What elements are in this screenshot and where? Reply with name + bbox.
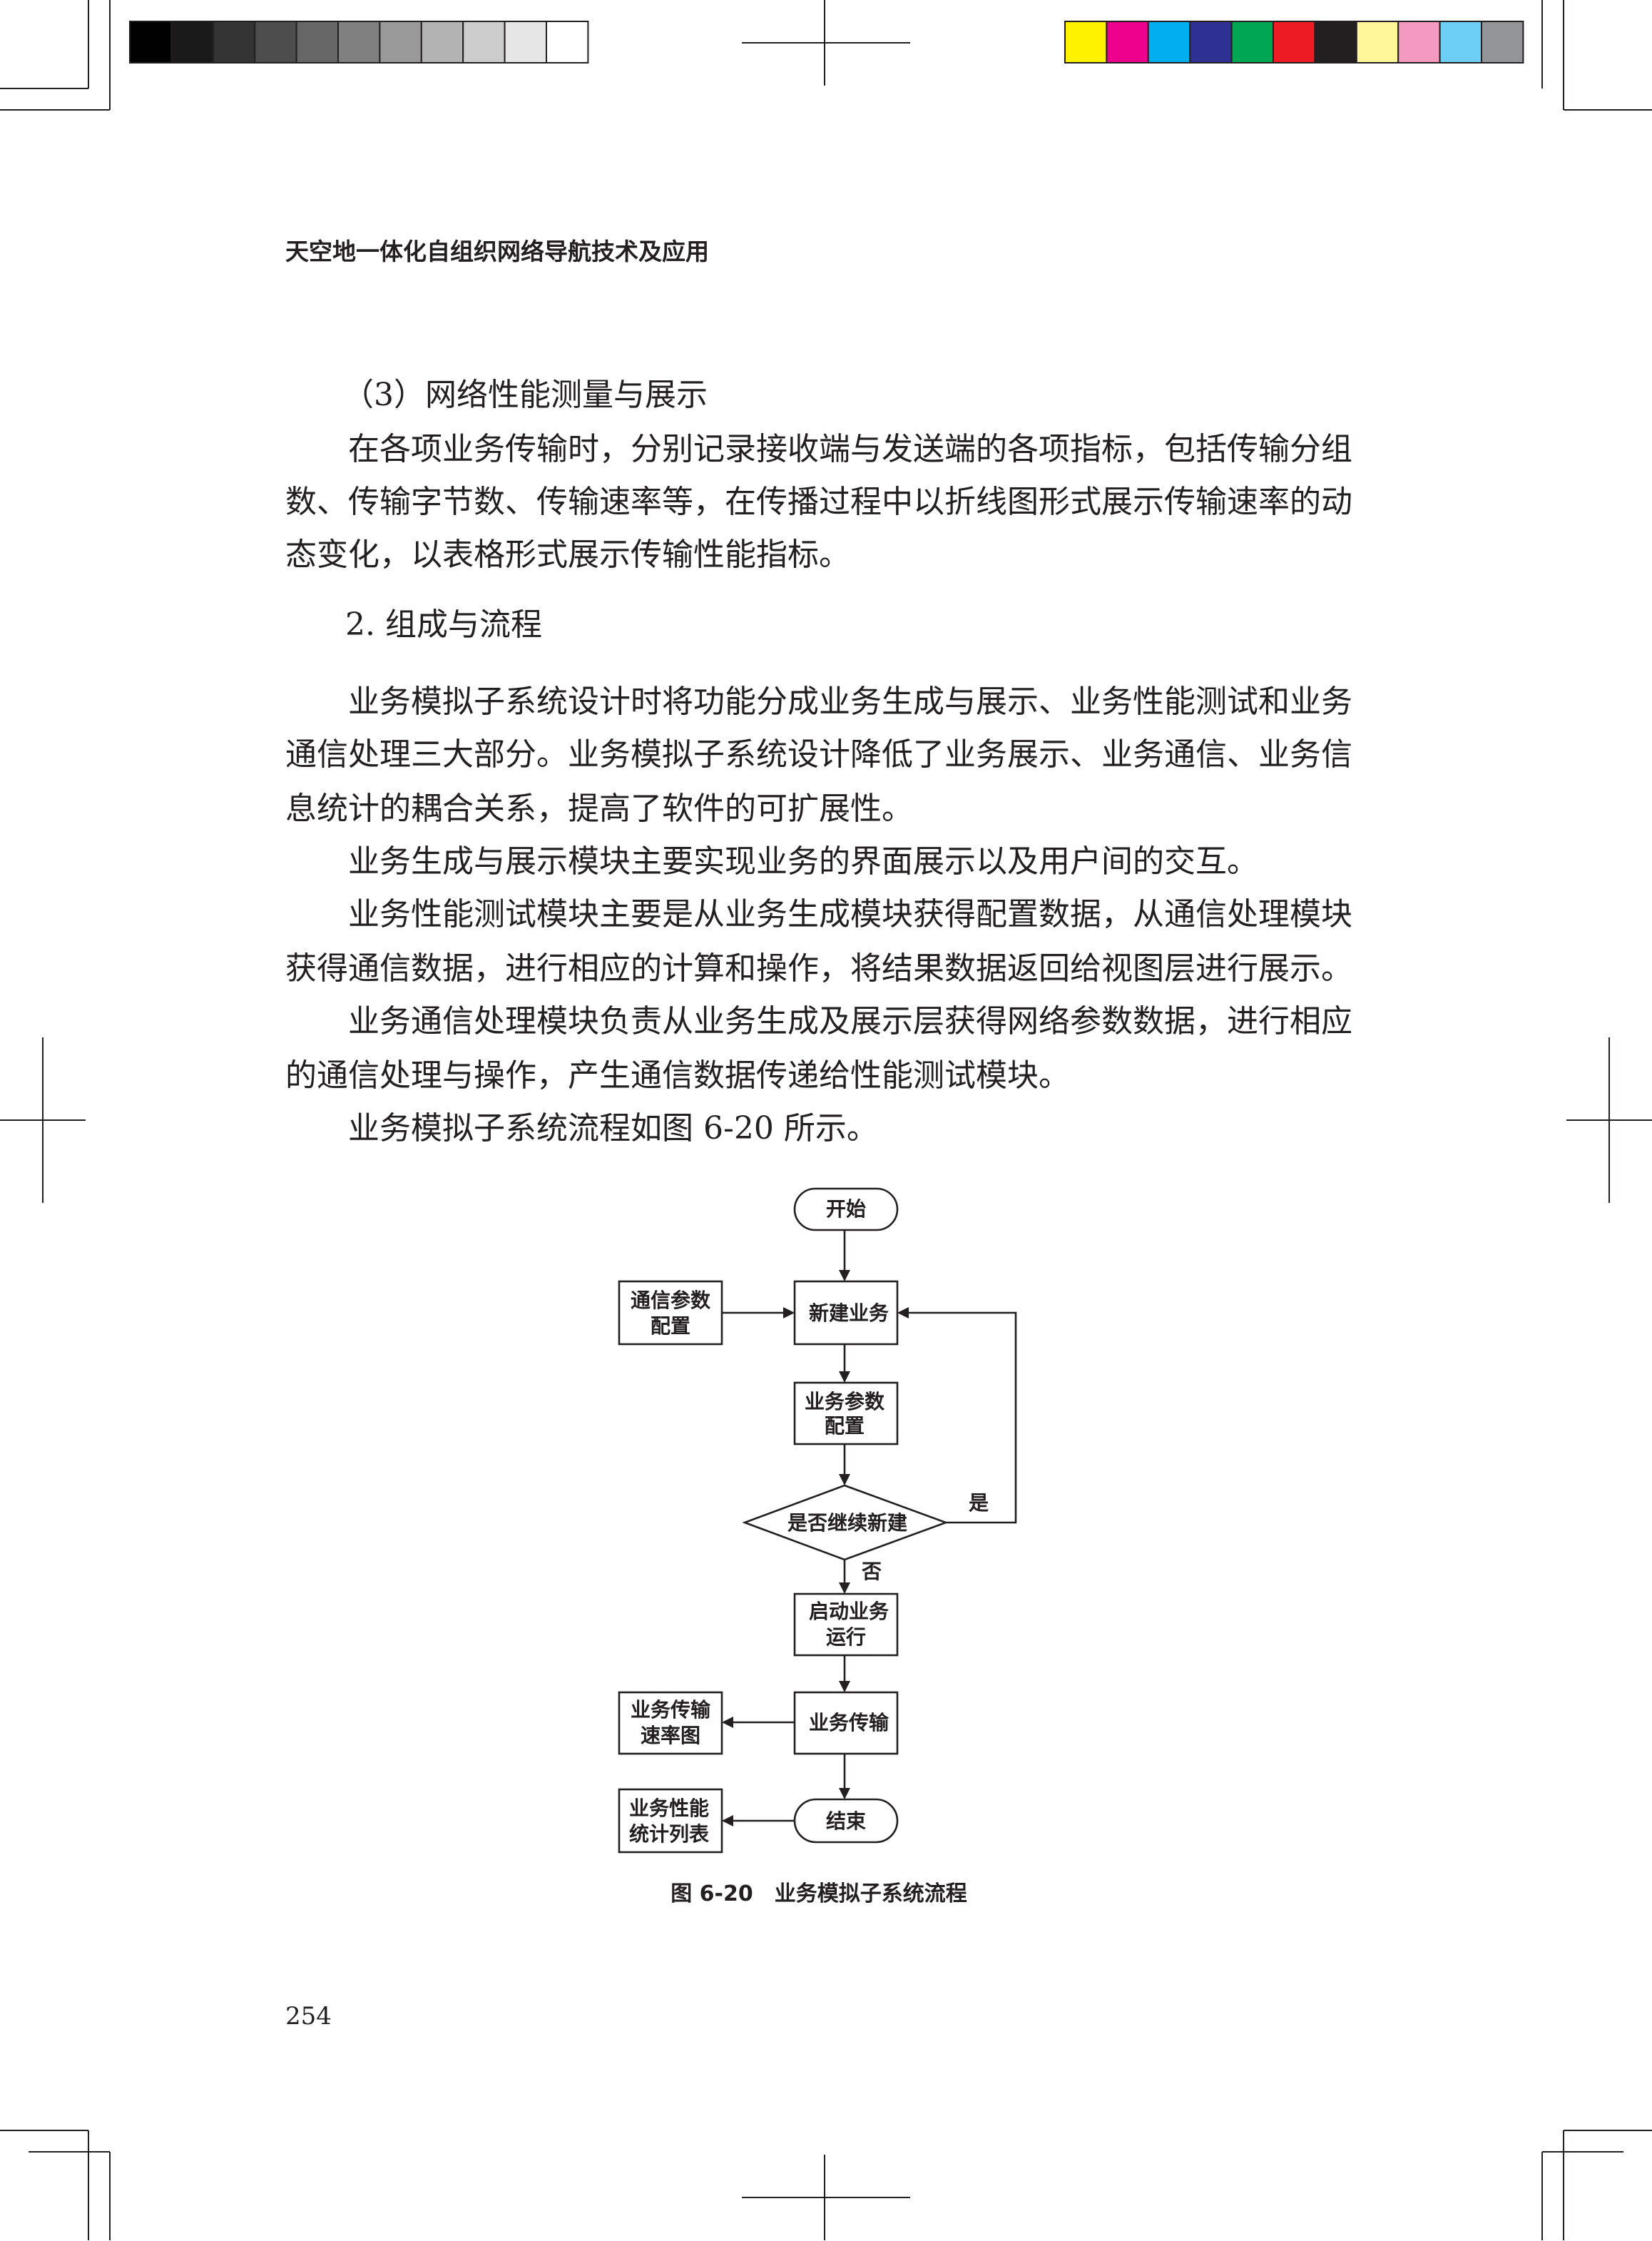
color-swatch [420,21,464,63]
body-line: 通信处理三大部分。业务模拟子系统设计降低了业务展示、业务通信、业务信 [285,736,1352,773]
color-swatch [1064,21,1108,63]
new-service-label: 新建业务 [809,1301,889,1325]
body-line: 业务性能测试模块主要是从业务生成模块获得配置数据，从通信处理模块 [348,896,1352,933]
body-line: 业务模拟子系统设计时将功能分成业务生成与展示、业务性能测试和业务 [348,684,1352,720]
color-swatch [1230,21,1274,63]
color-swatch [1273,21,1316,63]
subsection-heading: （3）网络性能测量与展示 [342,377,708,413]
color-swatch [337,21,381,63]
color-swatch [1397,21,1441,63]
rate-chart-box [618,1691,723,1755]
body-line: 息统计的耦合关系，提高了软件的可扩展性。 [285,791,913,827]
service-config-label-1: 业务参数 [805,1390,885,1413]
color-swatch [212,21,256,63]
color-swatch [1147,21,1191,63]
process-color-bar [1064,21,1524,63]
launch-label-1: 启动业务 [809,1600,889,1623]
rate-chart-label-1: 业务传输 [631,1698,711,1722]
transmit-label: 业务传输 [809,1711,889,1734]
body-line: 数、传输字节数、传输速率等，在传播过程中以折线图形式展示传输速率的动 [285,484,1352,520]
stats-table-box [618,1788,723,1854]
body-line: 业务模拟子系统流程如图 6-20 所示。 [348,1110,878,1147]
comm-config-label-2: 配置 [651,1314,690,1338]
color-swatch [546,21,589,63]
section-heading: 2. 组成与流程 [345,606,542,643]
color-swatch [379,21,422,63]
end-label: 结束 [826,1809,866,1833]
color-swatch [1481,21,1524,63]
color-swatch [1189,21,1233,63]
stats-table-label-1: 业务性能 [629,1797,709,1820]
body-line: 业务生成与展示模块主要实现业务的界面展示以及用户间的交互。 [348,843,1258,880]
color-swatch [462,21,506,63]
rate-chart-label-2: 速率图 [641,1724,700,1747]
yes-label: 是 [969,1491,989,1515]
body-line: 态变化，以表格形式展示传输性能指标。 [285,537,850,573]
start-label: 开始 [826,1197,866,1221]
no-label: 否 [862,1560,882,1583]
color-swatch [170,21,214,63]
service-config-label-2: 配置 [825,1414,865,1438]
figure-caption: 图 6-20 业务模拟子系统流程 [671,1881,967,1906]
page-number: 254 [285,2002,332,2031]
comm-config-label-1: 通信参数 [631,1289,711,1312]
launch-box [793,1592,899,1657]
comm-config-box [618,1280,723,1346]
color-swatch [1355,21,1399,63]
service-config-box [793,1381,899,1445]
decision-label: 是否继续新建 [787,1511,907,1535]
color-swatch [504,21,547,63]
body-line: 获得通信数据，进行相应的计算和操作，将结果数据返回给视图层进行展示。 [285,950,1352,987]
color-swatch [1439,21,1482,63]
color-swatch [129,21,173,63]
color-swatch [1106,21,1149,63]
launch-label-2: 运行 [826,1625,866,1649]
running-header: 天空地一体化自组织网络导航技术及应用 [285,238,709,265]
flowchart [618,1187,1017,1854]
color-swatch [295,21,340,63]
body-line: 的通信处理与操作，产生通信数据传递给性能测试模块。 [285,1057,1070,1094]
body-line: 在各项业务传输时，分别记录接收端与发送端的各项指标，包括传输分组 [348,431,1352,467]
color-swatch [1314,21,1357,63]
stats-table-label-2: 统计列表 [629,1822,709,1846]
start-terminal [793,1187,899,1231]
new-service-box [793,1280,899,1346]
grayscale-color-bar [129,21,589,63]
flow-arrows [722,1230,1017,1826]
body-line: 业务通信处理模块负责从业务生成及展示层获得网络参数数据，进行相应 [348,1003,1352,1040]
color-swatch [254,21,297,63]
